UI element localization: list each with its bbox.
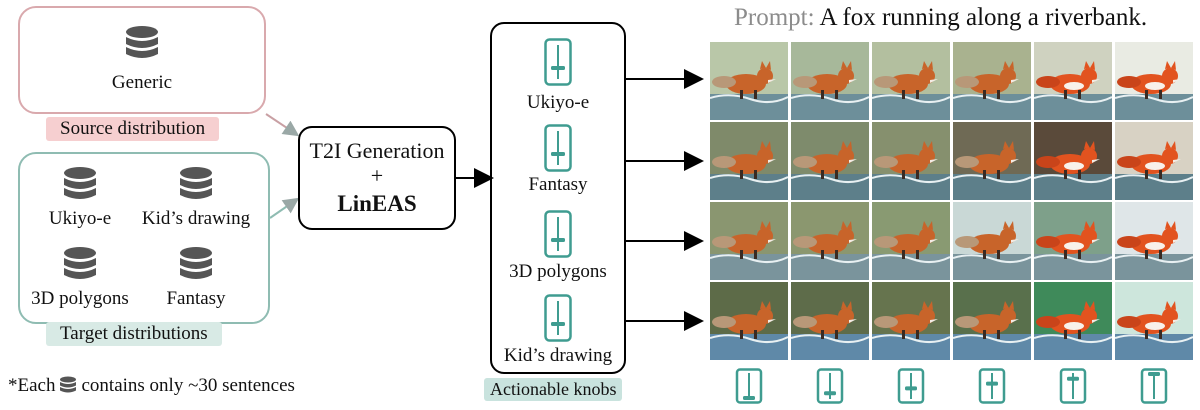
target-db-label: 3D polygons bbox=[31, 288, 129, 309]
fox-image bbox=[791, 42, 869, 120]
source-distribution-box bbox=[18, 6, 266, 114]
fox-image bbox=[1034, 122, 1112, 200]
database-icon bbox=[60, 376, 77, 393]
arrow-source-to-generation bbox=[265, 113, 300, 137]
fox-image bbox=[1115, 202, 1193, 280]
fox-image bbox=[1034, 202, 1112, 280]
fox-image bbox=[710, 202, 788, 280]
database-icon bbox=[180, 247, 212, 279]
slider-knob-icon[interactable] bbox=[1059, 368, 1087, 404]
target-distributions-tag: Target distributions bbox=[46, 322, 222, 346]
slider-knob-icon[interactable] bbox=[544, 38, 572, 86]
fox-image bbox=[953, 202, 1031, 280]
fox-image bbox=[710, 42, 788, 120]
slider-knob-icon[interactable] bbox=[816, 368, 844, 404]
fox-image bbox=[872, 42, 950, 120]
source-distribution-tag: Source distribution bbox=[46, 117, 220, 141]
target-db-label: Fantasy bbox=[166, 288, 226, 309]
fox-image bbox=[872, 122, 950, 200]
fox-image bbox=[1115, 282, 1193, 360]
fox-image bbox=[1034, 282, 1112, 360]
knob-label: Fantasy bbox=[528, 174, 588, 195]
fox-image bbox=[710, 122, 788, 200]
knobs-box bbox=[490, 22, 626, 374]
fox-image bbox=[1115, 42, 1193, 120]
prompt-text: A fox running along a riverbank. bbox=[819, 4, 1148, 31]
slider-knob-icon[interactable] bbox=[735, 368, 763, 404]
fox-image bbox=[1115, 122, 1193, 200]
slider-knob-icon[interactable] bbox=[544, 210, 572, 258]
generation-plus: + bbox=[370, 163, 384, 188]
fox-image bbox=[1034, 42, 1112, 120]
database-icon bbox=[64, 247, 96, 279]
fox-image bbox=[791, 202, 869, 280]
fox-image bbox=[953, 282, 1031, 360]
footnote: *Each contains only ~30 sentences bbox=[8, 375, 295, 397]
arrow-target-to-generation bbox=[269, 197, 300, 219]
source-db-label: Generic bbox=[111, 72, 173, 93]
slider-knob-icon[interactable] bbox=[1140, 368, 1168, 404]
slider-knob-icon[interactable] bbox=[897, 368, 925, 404]
slider-knob-icon[interactable] bbox=[544, 294, 572, 342]
target-db-label: Ukiyo-e bbox=[48, 208, 112, 229]
fox-image bbox=[710, 282, 788, 360]
prompt: Prompt: A fox running along a riverbank. bbox=[734, 4, 1147, 32]
generation-box bbox=[298, 126, 456, 230]
footnote-suffix: contains only ~30 sentences bbox=[81, 375, 295, 396]
footnote-prefix: *Each bbox=[8, 375, 56, 396]
knob-label: Kid’s drawing bbox=[503, 345, 613, 366]
knob-label: Ukiyo-e bbox=[526, 92, 590, 113]
generation-title: T2I Generation bbox=[309, 138, 445, 163]
actionable-knobs-tag: Actionable knobs bbox=[484, 378, 623, 401]
fox-image bbox=[791, 122, 869, 200]
prompt-label: Prompt: bbox=[734, 4, 815, 31]
slider-knob-icon[interactable] bbox=[978, 368, 1006, 404]
fox-image bbox=[872, 202, 950, 280]
target-db-label: Kid’s drawing bbox=[141, 208, 251, 229]
database-icon bbox=[126, 26, 158, 58]
database-icon bbox=[180, 167, 212, 199]
fox-image bbox=[791, 282, 869, 360]
generation-method: LinEAS bbox=[337, 191, 417, 216]
fox-image bbox=[953, 122, 1031, 200]
knob-label: 3D polygons bbox=[509, 261, 607, 282]
fox-image bbox=[872, 282, 950, 360]
database-icon bbox=[64, 167, 96, 199]
slider-knob-icon[interactable] bbox=[544, 124, 572, 172]
fox-image bbox=[953, 42, 1031, 120]
